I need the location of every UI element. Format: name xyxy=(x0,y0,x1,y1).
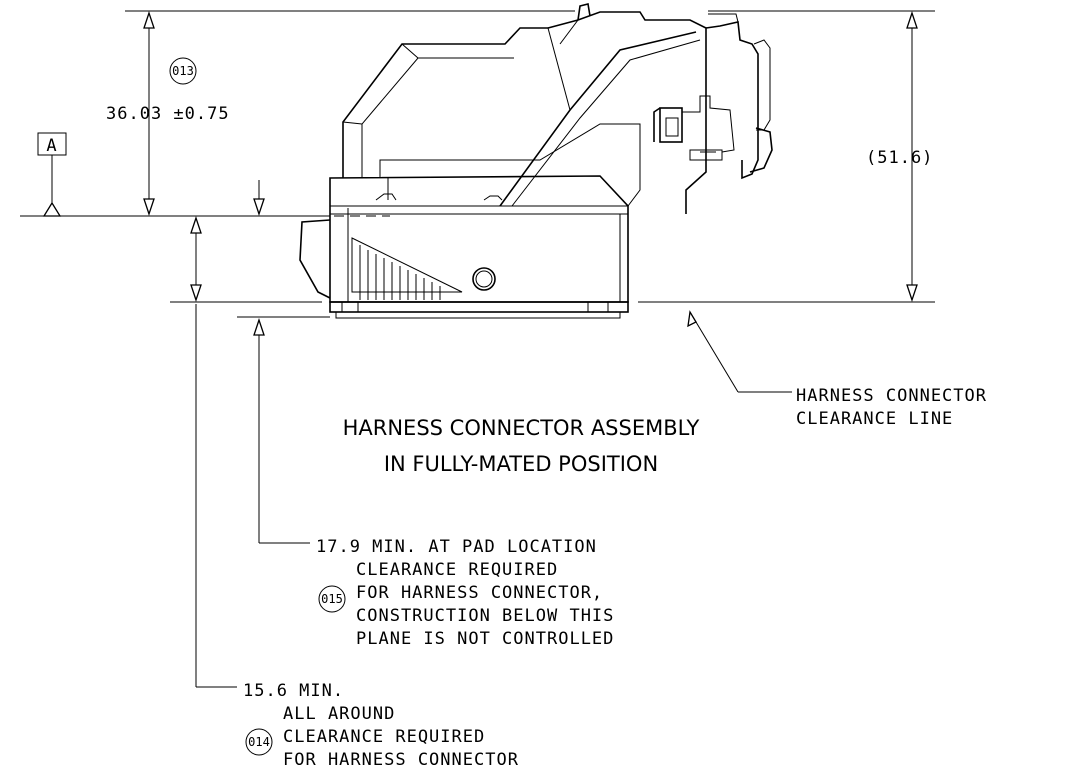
balloon-015-circle xyxy=(318,585,346,613)
balloon-014-circle xyxy=(245,728,273,756)
connector-body xyxy=(299,3,773,319)
datum-label: A xyxy=(46,136,57,156)
dimension-height-text: 36.03 ±0.75 xyxy=(106,104,230,124)
note-pad-line2: CLEARANCE REQUIRED xyxy=(356,560,558,580)
note-pad-line5: PLANE IS NOT CONTROLLED xyxy=(356,629,614,649)
extension-lines xyxy=(20,10,935,318)
balloon-013-circle xyxy=(169,57,197,85)
balloon-015: 015 xyxy=(321,592,343,606)
datum-feature-a: A xyxy=(37,132,67,217)
note-pad-line1: 17.9 MIN. AT PAD LOCATION xyxy=(316,537,597,557)
drawing-title: HARNESS CONNECTOR ASSEMBLY IN FULLY-MATE… xyxy=(343,416,700,476)
note-all-around-clearance: 15.6 MIN. ALL AROUND CLEARANCE REQUIRED … xyxy=(195,304,519,770)
clearance-line-leader: HARNESS CONNECTOR CLEARANCE LINE xyxy=(687,310,987,429)
title-line1: HARNESS CONNECTOR ASSEMBLY xyxy=(343,416,700,440)
dimension-overall-text: (51.6) xyxy=(866,148,933,168)
note-pad-line3: FOR HARNESS CONNECTOR, xyxy=(356,583,603,603)
note-pad-line4: CONSTRUCTION BELOW THIS xyxy=(356,606,614,626)
title-line2: IN FULLY-MATED POSITION xyxy=(384,452,658,476)
note-all-around-line1: 15.6 MIN. xyxy=(243,681,344,701)
dimension-height-main: 36.03 ±0.75 013 xyxy=(106,10,230,217)
note-all-around-line3: CLEARANCE REQUIRED xyxy=(283,727,485,747)
clearance-note-line2: CLEARANCE LINE xyxy=(796,409,953,429)
datum-plane-arrow xyxy=(253,180,265,217)
clearance-note-line1: HARNESS CONNECTOR xyxy=(796,386,987,406)
balloon-013: 013 xyxy=(172,64,194,78)
note-all-around-line4: FOR HARNESS CONNECTOR xyxy=(283,750,519,770)
balloon-014: 014 xyxy=(248,735,270,749)
note-pad-clearance: 17.9 MIN. AT PAD LOCATION CLEARANCE REQU… xyxy=(253,317,614,649)
dimension-overall: (51.6) xyxy=(866,10,933,303)
dimension-clearance-gap xyxy=(190,215,202,303)
note-all-around-line2: ALL AROUND xyxy=(283,704,395,724)
